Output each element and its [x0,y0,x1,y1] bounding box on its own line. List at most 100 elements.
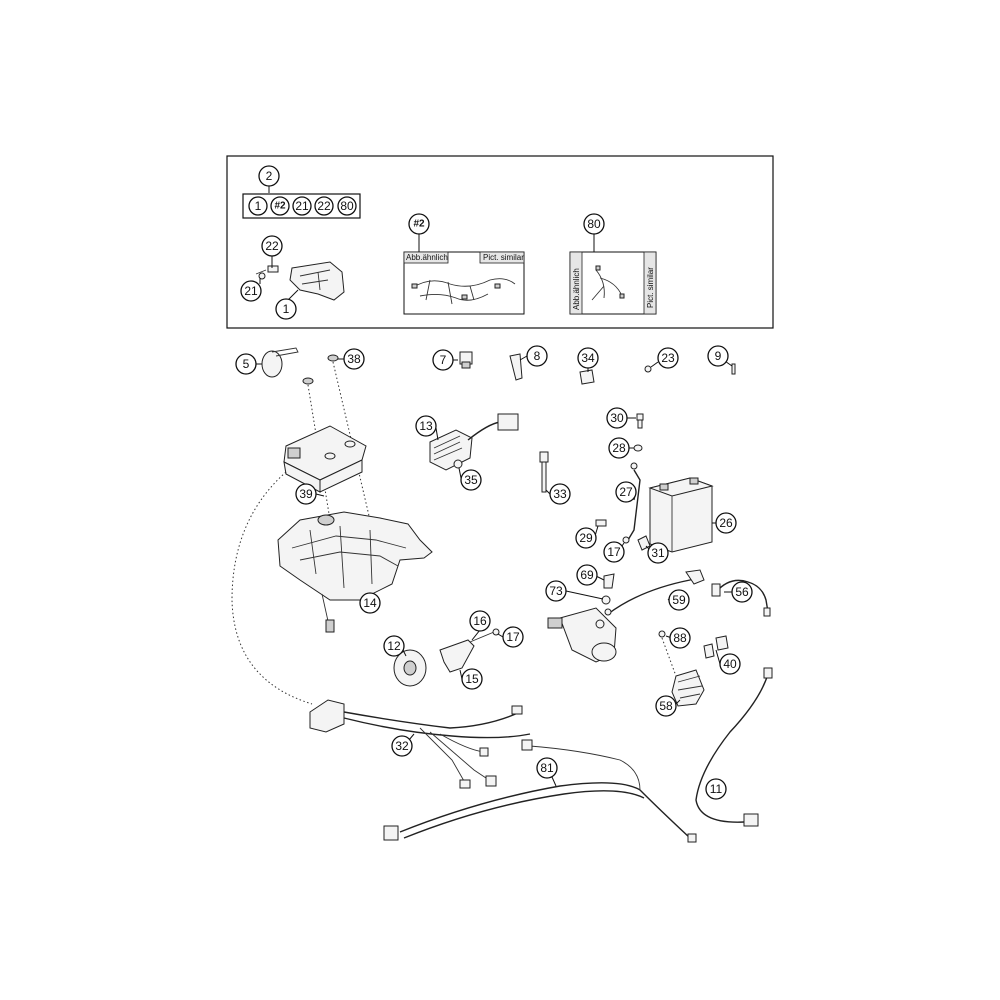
harness-80-label-right: Pict. similar [646,267,655,308]
callout-35: 35 [460,469,482,491]
svg-text:58: 58 [659,699,673,713]
harness-2-callout: #2 [413,219,425,230]
callout-12: 12 [383,635,405,657]
cable-27-drawing [627,462,641,541]
svg-text:28: 28 [612,441,626,455]
callout-8: 8 [526,345,548,367]
callout-39: 39 [295,483,317,505]
svg-text:59: 59 [672,593,686,607]
kit-callout: 2 1 #2 21 22 80 [242,165,361,219]
svg-text:15: 15 [465,672,479,686]
callout-26: 26 [715,512,737,534]
callout-81: 81 [536,757,558,779]
bolt-9-drawing [731,363,736,375]
svg-text:30: 30 [610,411,624,425]
kit-number: 2 [266,169,273,183]
kit-inset-frame [226,155,774,329]
callout-15: 15 [461,668,483,690]
harness-2-label-right: Pict. similar [483,253,524,262]
svg-text:33: 33 [553,487,567,501]
bolt-30-drawing [636,413,644,429]
bracket-assembly-drawing [255,261,345,301]
callout-14: 14 [359,592,381,614]
svg-text:69: 69 [580,568,594,582]
callout-16: 16 [469,610,491,632]
boot-69-drawing [603,573,615,589]
battery-holder-drawing [277,511,433,633]
regulator-58-drawing [658,630,729,707]
nut-73-drawing [601,595,611,605]
washer-28-drawing [633,444,643,452]
svg-text:39: 39 [299,487,313,501]
svg-text:11: 11 [710,782,723,796]
main-harness-drawing [309,699,531,789]
callout-58: 58 [655,695,677,717]
callout-27: 27 [615,481,637,503]
callout-40: 40 [719,653,741,675]
svg-text:38: 38 [347,352,361,366]
starter-cable-drawing [604,569,705,616]
harness-2-inset: #2 Abb.ähnlich Pict. similar [403,213,525,315]
callout-56: 56 [731,581,753,603]
svg-text:34: 34 [581,351,595,365]
callout-88: 88 [669,627,691,649]
callout-29: 29 [575,527,597,549]
nut-23-drawing [644,365,652,373]
cable-11-drawing [695,667,773,827]
battery-drawing [648,477,714,553]
svg-text:56: 56 [735,585,749,599]
kit-item-4: 22 [317,199,331,213]
svg-text:12: 12 [387,639,401,653]
kit-item-3: 21 [295,199,309,213]
svg-text:32: 32 [395,739,409,753]
svg-text:73: 73 [549,584,563,598]
callout-34: 34 [577,347,599,369]
harness-81-drawing [383,739,697,843]
callout-28: 28 [608,437,630,459]
harness-80-callout: 80 [587,217,601,231]
callout-5: 5 [235,353,257,375]
svg-text:29: 29 [579,531,593,545]
svg-text:26: 26 [719,516,733,530]
callout-59: 59 [668,589,690,611]
svg-text:8: 8 [534,349,541,363]
callout-21: 21 [240,280,262,302]
fuse-17a-drawing [622,536,630,544]
svg-text:17: 17 [506,630,520,644]
svg-text:9: 9 [715,349,722,363]
callout-11: 11 [705,778,727,800]
callout-33: 33 [549,483,571,505]
fuse-29-drawing [595,519,607,527]
callout-73: 73 [545,580,567,602]
svg-text:7: 7 [440,353,447,367]
bracket-8-drawing [509,353,523,381]
horn-bracket-drawing [439,639,475,673]
callout-9: 9 [707,345,729,367]
starter-motor-drawing [547,607,617,663]
callout-38: 38 [343,348,365,370]
horn-bolt-drawing [469,628,500,643]
harness-80-label-left: Abb.ähnlich [572,268,581,310]
horn-drawing [393,649,427,687]
clip-34-drawing [579,369,595,385]
svg-text:27: 27 [619,485,633,499]
cable-tie-drawing [261,347,299,378]
callout-13: 13 [415,415,437,437]
svg-text:16: 16 [473,614,487,628]
svg-text:17: 17 [607,545,621,559]
kit-item-1: 1 [255,199,262,213]
relay-drawing [459,351,473,369]
svg-text:5: 5 [243,357,250,371]
routing-line-cdi [231,471,313,705]
callout-7: 7 [432,349,454,371]
callout-17-fuse: 17 [603,541,625,563]
svg-text:22: 22 [265,239,279,253]
fuse-holder-drawing [539,451,549,493]
callout-31: 31 [647,542,669,564]
svg-text:13: 13 [419,419,433,433]
regulator-drawing [429,413,519,471]
callout-69: 69 [576,564,598,586]
svg-text:81: 81 [540,761,554,775]
callout-23: 23 [657,347,679,369]
